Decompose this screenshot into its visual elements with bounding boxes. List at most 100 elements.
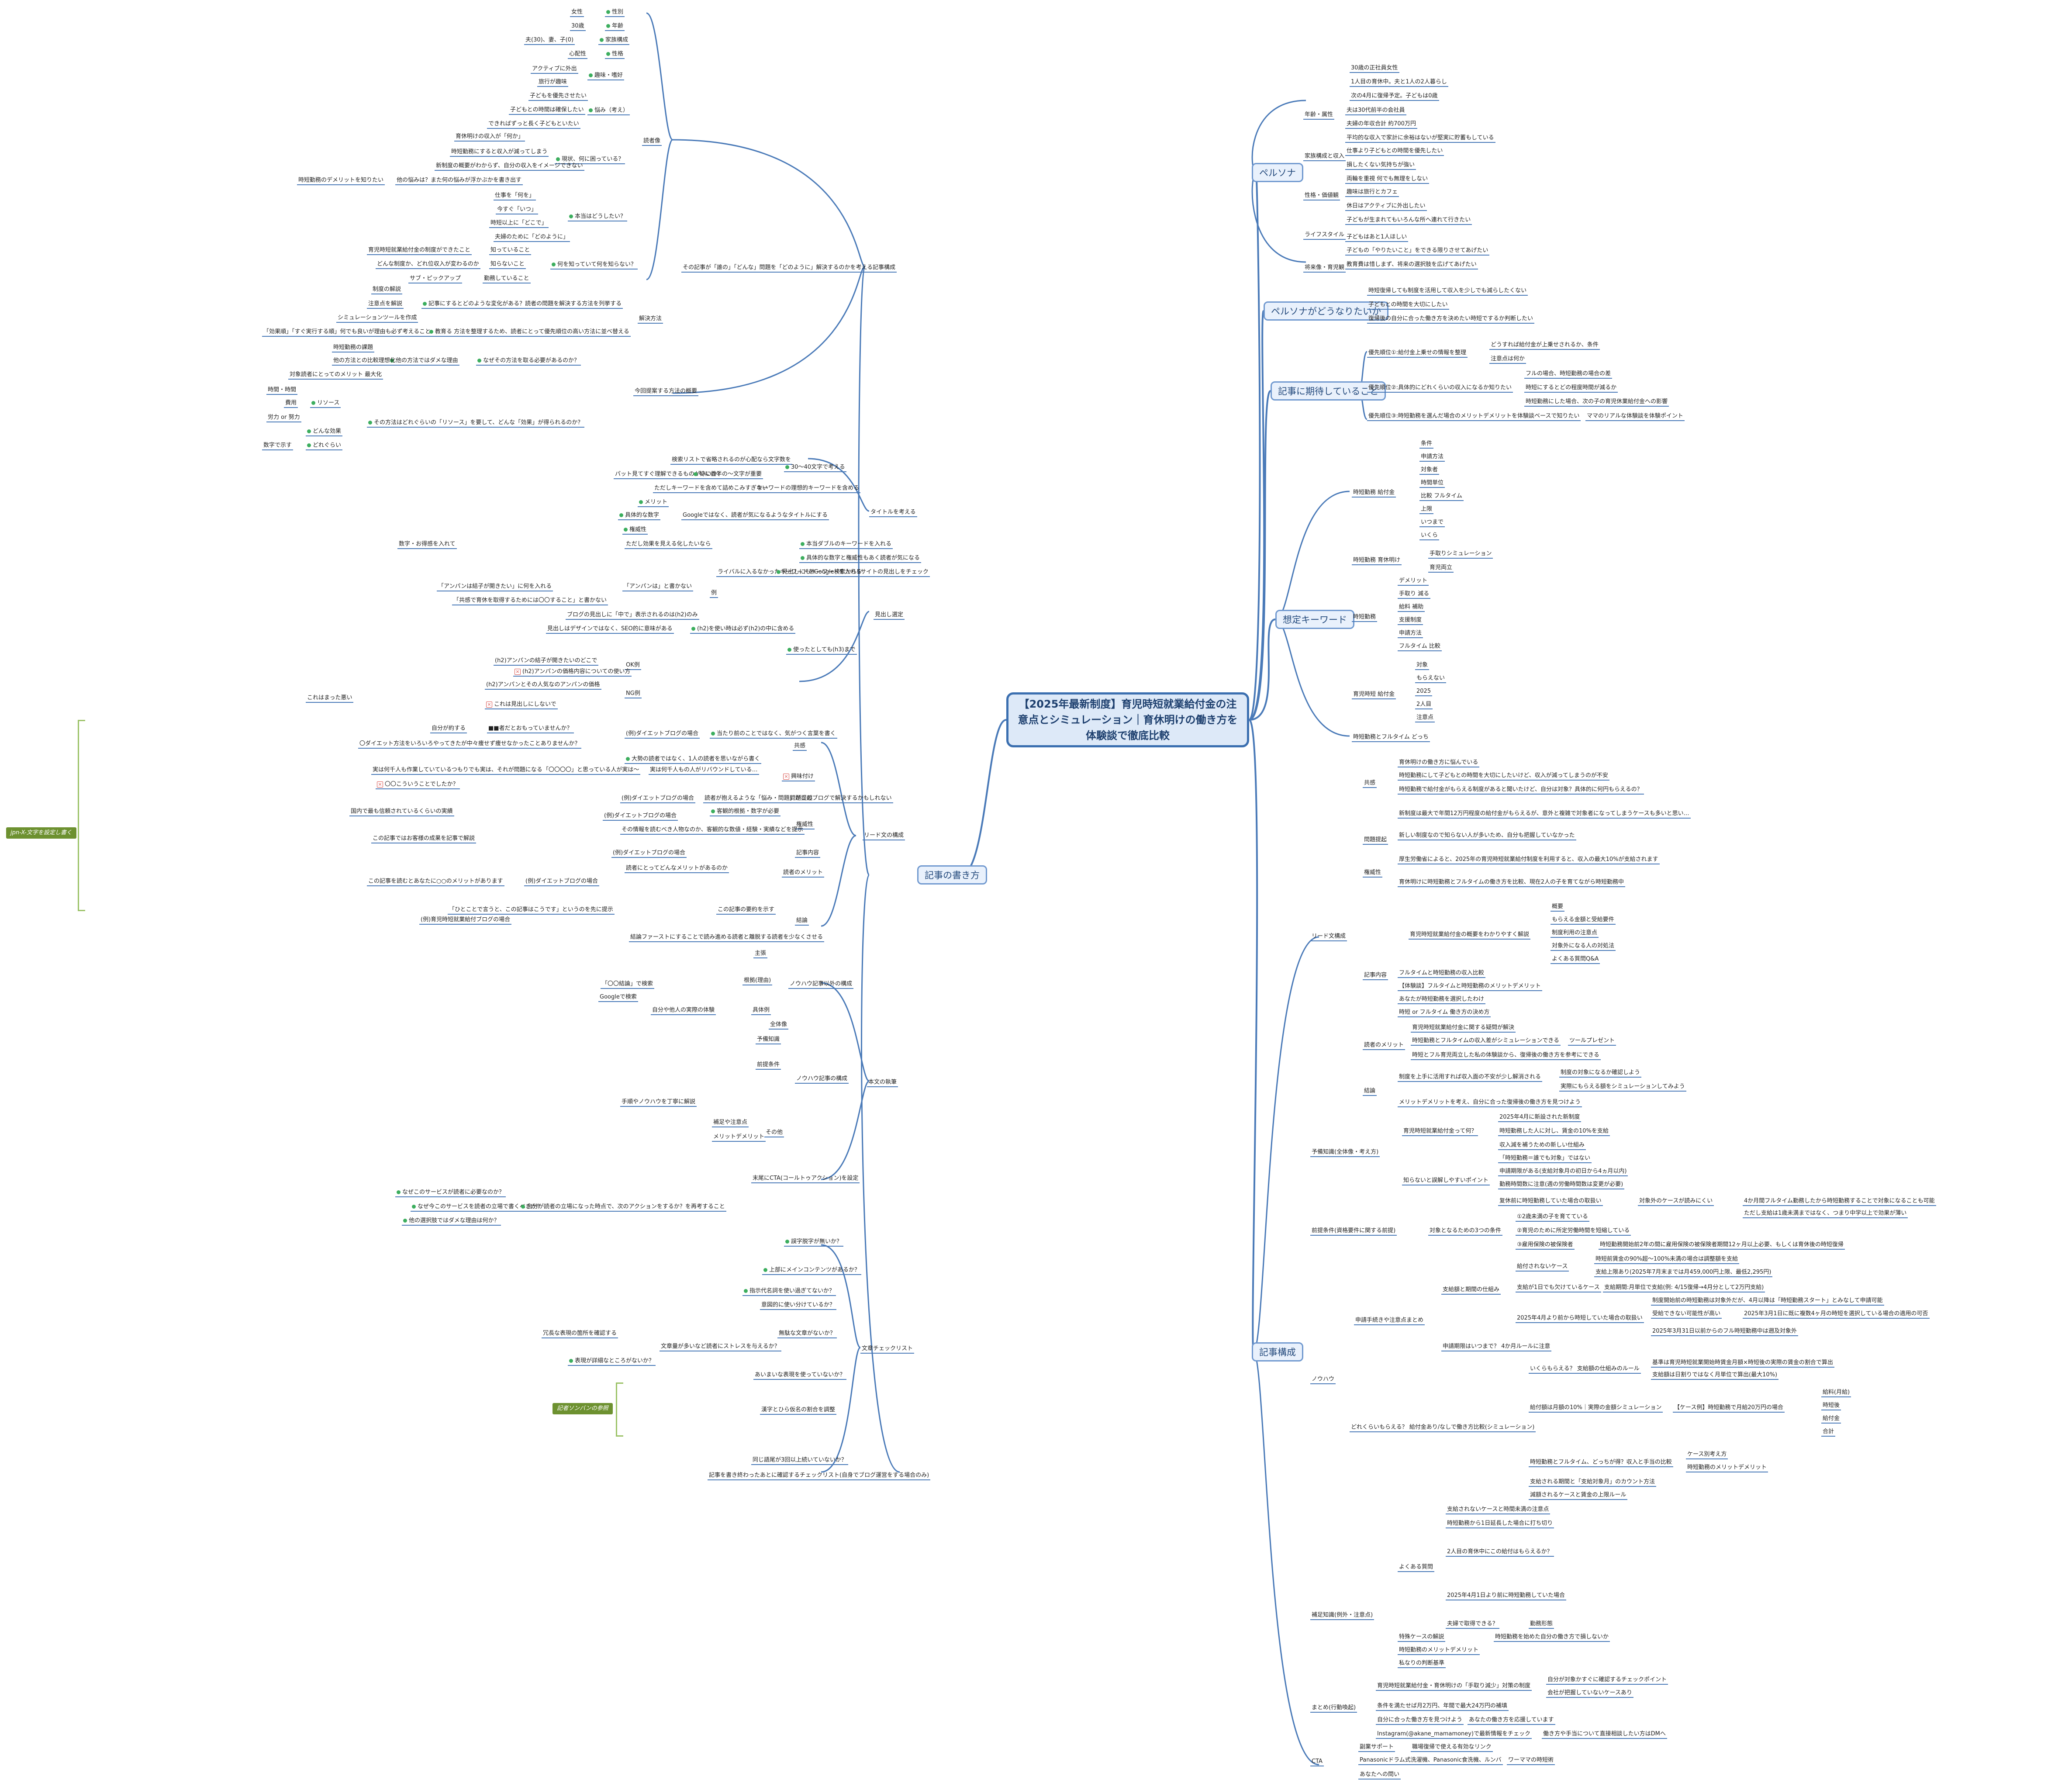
kw-group-5[interactable]: 時短勤務とフルタイム どっち bbox=[1352, 734, 1430, 742]
tag-hiragana[interactable]: 記者ソンバンの参照 bbox=[553, 1403, 613, 1414]
howto-other[interactable]: ノウハウ記事以外の構成 bbox=[788, 981, 854, 989]
howto-reader[interactable]: 読者像 bbox=[642, 138, 662, 146]
howto-compare[interactable]: 今回提案する方法の概要 bbox=[633, 388, 699, 396]
sup-faq[interactable]: よくある質問 bbox=[1398, 1564, 1435, 1572]
lead-conclusion[interactable]: 結論 bbox=[1363, 1088, 1377, 1096]
sup-faq-item: 勤務形態 bbox=[1529, 1621, 1554, 1629]
edge-root-structure bbox=[1248, 719, 1258, 1353]
howto-heading[interactable]: 見出し選定 bbox=[874, 612, 905, 620]
branch-expectation[interactable]: 記事に期待していること bbox=[1271, 381, 1386, 401]
heading-item: これは見出しにしないで bbox=[485, 701, 558, 709]
lead-authority[interactable]: 権威性 bbox=[1363, 869, 1383, 878]
kw-group-3[interactable]: 時短勤務 bbox=[1352, 614, 1378, 622]
lead-interest-label[interactable]: 興味付け bbox=[782, 773, 815, 781]
structure-howto[interactable]: ノウハウ bbox=[1310, 1376, 1336, 1384]
persona-family[interactable]: 家族構成と収入 bbox=[1303, 153, 1346, 161]
lead-merit[interactable]: 読者のメリット bbox=[1363, 1042, 1406, 1050]
summary-item: 自分に合った働き方を見つけよう bbox=[1376, 1717, 1464, 1725]
howto-body[interactable]: 本文の執筆 bbox=[867, 1079, 898, 1087]
structure-summary[interactable]: まとめ(行動喚起) bbox=[1310, 1704, 1357, 1713]
reader-leaf: 勤務していること bbox=[483, 275, 531, 283]
lead-common-label[interactable]: 共感 bbox=[793, 743, 807, 751]
kw-item: フルタイム 比較 bbox=[1398, 643, 1442, 651]
title-item: 見出しにもキーワードを入れる bbox=[775, 569, 863, 577]
heading-item: 「アンパンは結子が開きたい」に何を入れる bbox=[437, 583, 553, 591]
lead-merit-item: 育児時短就業給付金に関する疑問が解決 bbox=[1411, 1024, 1516, 1033]
check-item: 表現が詳細なところがないか？ bbox=[568, 1358, 656, 1366]
compare-item: 数字で示す bbox=[262, 442, 294, 450]
howto-sim[interactable]: どれくらいもらえる？ 給付金あり/なしで働き方比較(シミュレーション) bbox=[1350, 1424, 1536, 1432]
howto-check[interactable]: 文章チェックリスト bbox=[860, 1345, 915, 1354]
branch-structure[interactable]: 記事構成 bbox=[1252, 1342, 1303, 1362]
title-item: 権威性 bbox=[622, 526, 648, 535]
compare-item: 労力 or 努力 bbox=[266, 414, 301, 422]
persona-life-item: 子どもが生まれてもいろんな所へ連れて行きたい bbox=[1345, 217, 1472, 225]
sup-faq-item: 特殊ケースの解説 bbox=[1398, 1634, 1446, 1642]
basic-point-item: 対象外のケースが読みにくい bbox=[1638, 1198, 1714, 1206]
reader-leaf: 時短勤務にすると収入が減ってしまう bbox=[450, 149, 549, 157]
structure-pre[interactable]: 前提条件(資格要件に関する前提) bbox=[1310, 1227, 1397, 1236]
lead-merit-label[interactable]: 読者のメリット bbox=[782, 869, 825, 878]
branch-howto[interactable]: 記事の書き方 bbox=[917, 865, 987, 885]
lead-common-item: 時短勤務にして子どもとの時間を大切にしたいけど、収入が減ってしまうのが不安 bbox=[1398, 772, 1609, 781]
lead-conclusion-label[interactable]: 結論 bbox=[795, 917, 809, 926]
goal-item: 復帰後の自分に合った働き方を決めたい時短でするか判断したい bbox=[1367, 315, 1535, 324]
trunk-howto-check bbox=[821, 1244, 861, 1473]
basic-point[interactable]: 知らないと誤解しやすいポイント bbox=[1402, 1177, 1490, 1185]
howto-struct-item: 予備知識 bbox=[756, 1036, 781, 1044]
compare-item: 時短勤務の課題 bbox=[332, 344, 375, 352]
kw-group-2[interactable]: 時短勤務 育休明け bbox=[1352, 557, 1402, 565]
structure-sup[interactable]: 補足知識(例外・注意点) bbox=[1310, 1612, 1374, 1620]
expect-p3[interactable]: 優先順位③:時短勤務を選んだ場合のメリットデメリットを体験談ベースで知りたい bbox=[1367, 413, 1581, 421]
lead-authority-label[interactable]: 権威性 bbox=[795, 821, 815, 829]
structure-cta[interactable]: CTA bbox=[1310, 1758, 1324, 1766]
lead-toc[interactable]: 記事内容 bbox=[1363, 972, 1388, 980]
persona-life[interactable]: ライフスタイル bbox=[1303, 232, 1346, 240]
persona-values[interactable]: 性格・価値観 bbox=[1303, 192, 1340, 200]
howto-sim-item: いくらもらえる？ 支給額の仕組みのルール bbox=[1529, 1365, 1641, 1374]
howto-cta-plan[interactable]: 末尾にCTA(コールトゥアクション)を設定 bbox=[751, 1175, 860, 1183]
expect-p2[interactable]: 優先順位②:具体的にどれくらいの収入になるか知りたい bbox=[1367, 384, 1513, 393]
heading-item: 「アンパンは」と書かない bbox=[622, 583, 694, 591]
reader-leaf: 育休明けの収入が「何か」 bbox=[454, 133, 525, 142]
reader-leaf: 育児時短就業給付金の制度ができたこと bbox=[367, 247, 472, 255]
branch-persona-goal[interactable]: ペルソナがどうなりたいか bbox=[1264, 301, 1388, 321]
howto-sim-item: 減額されるケースと賃金の上限ルール bbox=[1529, 1492, 1628, 1500]
expect-p1[interactable]: 優先順位①:給付金上乗せの情報を整理 bbox=[1367, 349, 1468, 358]
pre-conditions[interactable]: 対象となるための3つの条件 bbox=[1428, 1227, 1502, 1236]
structure-basic[interactable]: 予備知識(全体像・考え方) bbox=[1310, 1149, 1380, 1157]
basic-q[interactable]: 育児時短就業給付金って何？ bbox=[1402, 1128, 1478, 1136]
branch-keywords[interactable]: 想定キーワード bbox=[1275, 610, 1354, 629]
expect-p2-item: 時短勤務にした場合、次の子の育児休業給付金への影響 bbox=[1524, 398, 1669, 407]
cta-item: 職場復帰で使える有効なリンク bbox=[1411, 1744, 1493, 1752]
lead-toc-label[interactable]: 記事内容 bbox=[795, 850, 821, 858]
kw-item: デメリット bbox=[1398, 577, 1429, 586]
sup-faq-item: 夫婦で取得できる？ bbox=[1446, 1621, 1499, 1629]
structure-lead[interactable]: リード文構成 bbox=[1310, 933, 1347, 941]
kw-group-1[interactable]: 時短勤務 給付金 bbox=[1352, 489, 1396, 498]
persona-attr[interactable]: 年齢・属性 bbox=[1303, 111, 1335, 120]
howto-title-think[interactable]: タイトルを考える bbox=[869, 509, 917, 517]
howto-solve[interactable]: 解決方法 bbox=[638, 315, 663, 324]
howto-apply[interactable]: 申請手続きや注意点まとめ bbox=[1354, 1317, 1425, 1325]
lead-merit-item: 時短勤務とフルタイムの収入差がシミュレーションできる bbox=[1411, 1037, 1561, 1046]
howto-article[interactable]: 記事構成 bbox=[871, 264, 897, 273]
kw-item: 育児両立 bbox=[1428, 564, 1454, 573]
reader-leaf: 知らないこと bbox=[489, 261, 526, 269]
compare-item: 他の方法ではダメな理由 bbox=[389, 357, 459, 366]
root-title[interactable]: 【2025年最新制度】育児時短就業給付金の注意点とシミュレーション｜育休明けの働… bbox=[1006, 692, 1249, 747]
howto-apply-item: 支給期間:月単位で支給(例: 4/15復帰→4月分として2万円支給) bbox=[1603, 1284, 1765, 1292]
cta-plan-item: 他の選択肢ではダメな理由は何か？ bbox=[402, 1217, 501, 1226]
persona-future[interactable]: 将来像・育児観 bbox=[1303, 264, 1346, 273]
expect-p3-item: ママのリアルな体験談を体験ポイント bbox=[1585, 413, 1685, 421]
branch-persona[interactable]: ペルソナ bbox=[1252, 163, 1303, 182]
lead-problem[interactable]: 問題提起 bbox=[1363, 836, 1388, 845]
kw-group-4[interactable]: 育児時短 給付金 bbox=[1352, 691, 1396, 699]
howto-purpose: その記事が「誰の」「どんな」問題を「どのように」解決するのかを考える bbox=[681, 264, 874, 273]
lead-common[interactable]: 共感 bbox=[1363, 780, 1377, 788]
howto-apply2[interactable]: 2025年4月より前から時短していた場合の取扱い bbox=[1516, 1315, 1644, 1323]
tag-jizen[interactable]: jpn-X-文字を設定し書く bbox=[6, 827, 76, 839]
howto-intro-struct[interactable]: リード文の構成 bbox=[863, 832, 905, 840]
howto-struct[interactable]: ノウハウ記事の構成 bbox=[795, 1075, 849, 1084]
